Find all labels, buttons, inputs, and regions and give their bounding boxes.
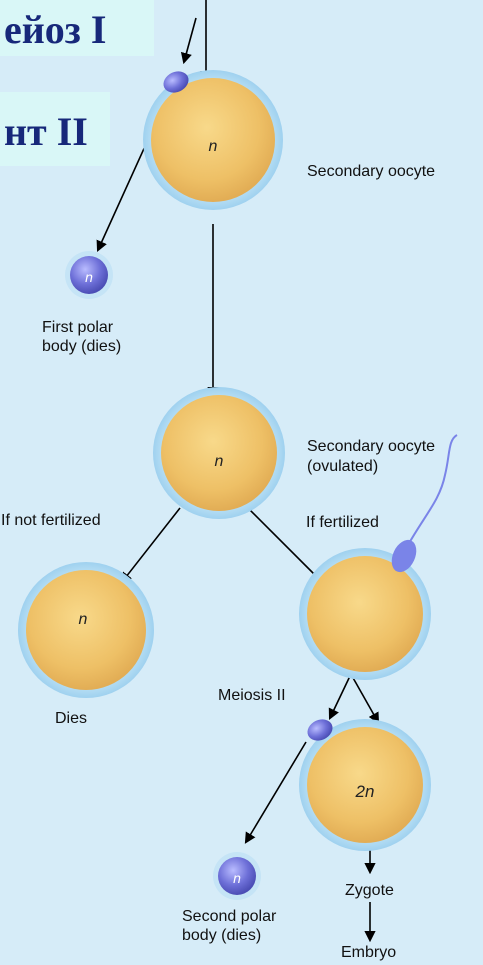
label-second-polar-body-line2: body (dies) — [182, 926, 261, 945]
label-if-fertilized: If fertilized — [306, 513, 379, 532]
second-polar-body: n — [213, 852, 261, 900]
arrow-to-unfertilized — [122, 508, 180, 582]
secondary-oocyte-top: n — [143, 70, 283, 210]
label-second-polar-body-line1: Second polar — [182, 907, 276, 926]
secondary-oocyte-ovulated: n — [153, 387, 285, 519]
secondary-oocyte-ovulated-ploidy: n — [215, 453, 224, 470]
label-first-polar-body-line1: First polar — [42, 318, 113, 337]
label-secondary-oocyte: Secondary oocyte — [307, 162, 435, 181]
label-meiosis-ii: Meiosis II — [218, 686, 286, 705]
secondary-oocyte-top-ploidy: n — [209, 138, 218, 155]
first-polar-body-ploidy: n — [85, 269, 93, 285]
arrow-to-polar-from-fertilized — [330, 676, 350, 718]
unfertilized-oocyte-ploidy: n — [79, 611, 88, 628]
label-if-not-fertilized: If not fertilized — [1, 511, 101, 530]
second-polar-body-ploidy: n — [233, 870, 241, 886]
zygote-ploidy: 2n — [355, 782, 375, 801]
arrow-to-second-polar-body — [246, 742, 306, 842]
label-first-polar-body-line2: body (dies) — [42, 337, 121, 356]
slide-title-fragment-2: нт II — [0, 92, 110, 166]
label-zygote: Zygote — [345, 881, 394, 900]
label-ovulated-line1: Secondary oocyte — [307, 437, 435, 456]
first-polar-body: n — [65, 251, 113, 299]
label-embryo: Embryo — [341, 943, 396, 962]
arrow-into-top-polar — [184, 18, 196, 62]
sperm — [387, 435, 457, 576]
label-ovulated-line2: (ovulated) — [307, 457, 378, 476]
unfertilized-oocyte: n — [18, 562, 154, 698]
fertilized-oocyte — [299, 548, 431, 680]
slide-title-meiosis-1: ейоз I — [0, 0, 154, 56]
label-dies: Dies — [55, 709, 87, 728]
arrow-to-zygote — [352, 676, 378, 722]
